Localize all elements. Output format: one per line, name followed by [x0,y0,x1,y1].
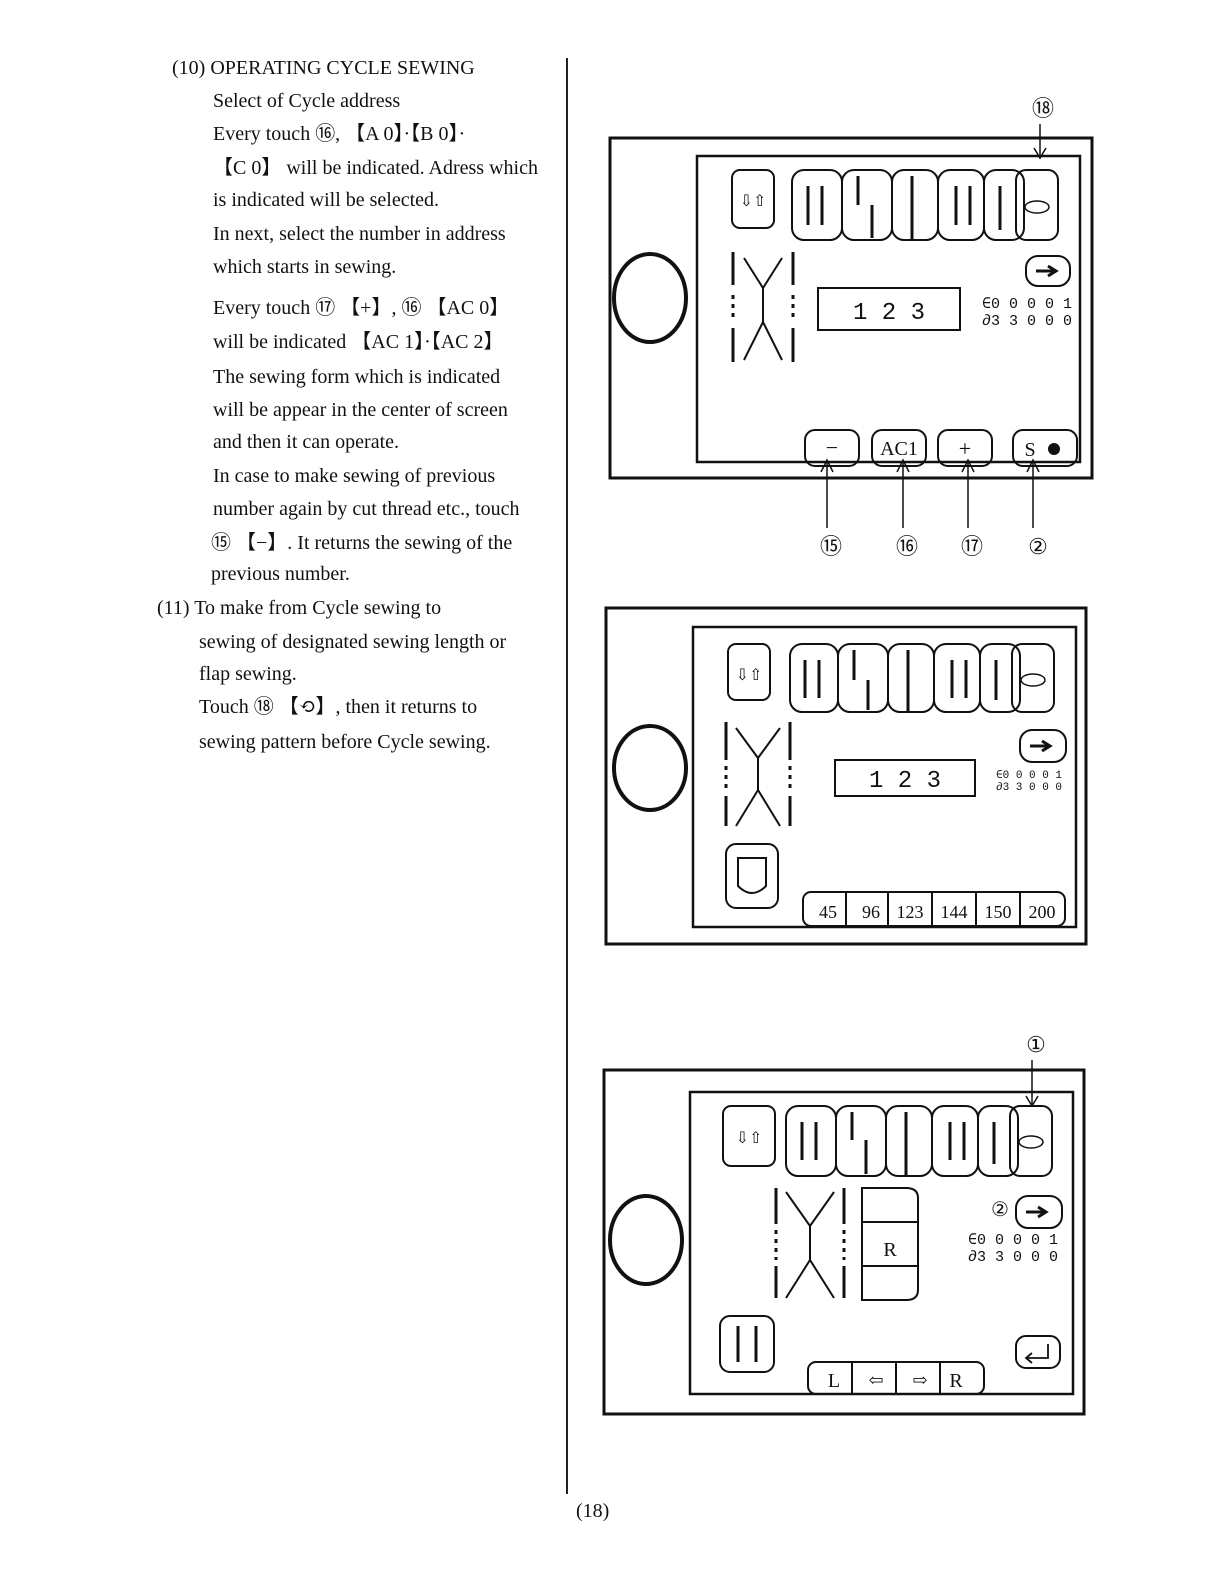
body-line: and then it can operate. [213,431,400,453]
up-down-button[interactable]: ⇩⇧ [722,1105,776,1167]
counter-display: 1 2 3 [834,759,976,797]
stitch-form-icon [774,1188,846,1299]
up-down-button[interactable]: ⇩⇧ [727,643,771,701]
body-line: The sewing form which is indicated [213,366,501,388]
svg-text:⇩⇧: ⇩⇧ [740,193,767,210]
svg-text:AC1: AC1 [880,438,918,460]
svg-text:S: S [1024,439,1035,461]
body-line: number again by cut thread etc., touch [213,498,520,520]
body-line: which starts in sewing. [213,256,397,278]
pattern-strip[interactable] [791,169,1025,241]
svg-text:1 2 3: 1 2 3 [853,300,925,327]
body-line: flap sewing. [199,663,297,685]
body-line: will be appear in the center of screen [213,399,508,421]
return-button[interactable] [1009,1105,1053,1177]
body-line: sewing pattern before Cycle sewing. [199,731,491,753]
stitch-counter-line1: ∈0 0 0 0 1 [996,770,1062,782]
up-down-button[interactable]: ⇩⇧ [731,169,775,229]
body-line: previous number. [211,563,350,585]
svg-text:−: − [826,435,838,460]
length-96: 96 [862,902,880,922]
section-11-heading: (11) To make from Cycle sewing to [157,597,442,619]
move-left-icon: ⇦ [868,1370,883,1390]
cycle-address-button[interactable]: AC1 [871,429,927,467]
panel-cycle-sewing: ⑱ ⇩⇧ 1 2 3 [608,96,1094,559]
svg-text:⇩⇧: ⇩⇧ [736,1130,763,1147]
counter-display: 1 2 3 [817,287,961,331]
callout-16: ⑯ [896,534,918,559]
plus-button[interactable]: + [937,429,993,467]
stitch-counter-line1: ∈0 0 0 0 1 [982,296,1072,313]
page-number: (18) [576,1500,610,1522]
body-line: 【C 0】 will be indicated. Adress which [213,157,538,179]
outer-frame [604,606,1088,946]
callout-1: ① [1026,1032,1046,1057]
flap-left-button: L [828,1370,840,1392]
pattern-strip[interactable] [785,1105,1019,1177]
flap-block-indicator: R [861,1187,919,1301]
body-line: will be indicated 【AC 1】·【AC 2】 [213,331,504,353]
flap-direction-strip[interactable]: L ⇦ ⇨ R [807,1361,985,1395]
screen-frame [695,154,1082,464]
feed-button[interactable] [1025,255,1071,287]
body-line: Select of Cycle address [213,90,401,112]
stitch-counter-line2: ∂3 3 0 0 0 [996,782,1062,794]
callout-18: ⑱ [1032,96,1054,121]
feed-button[interactable] [1019,729,1067,763]
flap-right-button: R [949,1370,963,1392]
power-circle [612,252,688,344]
length-144: 144 [941,902,968,922]
body-line: Every touch ⑯, 【A 0】·【B 0】· [213,123,466,145]
feed-button[interactable] [1015,1195,1063,1229]
svg-text:1 2 3: 1 2 3 [869,768,941,795]
stitch-form-icon [724,722,792,827]
return-button[interactable] [1015,169,1059,241]
length-150: 150 [985,902,1012,922]
body-line: Every touch ⑰ 【+】, ⑯ 【AC 0】 [213,297,510,319]
pattern-strip[interactable] [789,643,1021,713]
parallel-stitch-button[interactable] [719,1315,775,1373]
body-line: sewing of designated sewing length or [199,631,507,653]
length-button-strip[interactable]: 45 96 123 144 150 200 [802,891,1066,927]
return-button[interactable] [1011,643,1055,713]
length-123: 123 [897,902,924,922]
panel-flap-sewing: ① ⇩⇧ R [602,1032,1086,1416]
flap-button[interactable] [725,843,779,909]
svg-text:R: R [883,1239,897,1261]
section-10-heading: (10) OPERATING CYCLE SEWING [172,57,475,79]
minus-button[interactable]: − [804,429,860,467]
enter-button[interactable] [1015,1335,1061,1369]
callout-15: ⑮ [820,534,842,559]
body-line: is indicated will be selected. [213,189,440,211]
stitch-counter-line1: ∈0 0 0 0 1 [968,1232,1058,1249]
panel-length-sewing: ⇩⇧ 1 2 3 ∈0 0 0 0 1 [604,606,1088,946]
length-45: 45 [819,902,837,922]
outer-frame [602,1068,1086,1416]
svg-text:⇩⇧: ⇩⇧ [736,667,763,684]
body-line: In case to make sewing of previous [213,465,496,487]
body-line: ⑮ 【−】. It returns the sewing of the [211,532,513,554]
stitch-counter-line2: ∂3 3 0 0 0 [982,313,1072,330]
stitch-counter-line2: ∂3 3 0 0 0 [968,1249,1058,1266]
callout-arrows [820,458,1040,528]
outer-frame [608,136,1094,480]
callout-2: ② [1028,534,1048,559]
body-line: In next, select the number in address [213,223,506,245]
move-right-icon: ⇨ [912,1370,927,1390]
svg-text:+: + [959,436,971,461]
length-200: 200 [1029,902,1056,922]
column-divider [566,58,568,1494]
callout-2: ② [991,1199,1009,1221]
start-button[interactable]: S [1012,429,1078,467]
power-circle [612,724,688,812]
stitch-form-icon [731,252,795,362]
callout-17: ⑰ [961,534,983,559]
body-line: Touch ⑱ 【⟲】, then it returns to [199,696,478,718]
power-circle [608,1194,684,1286]
